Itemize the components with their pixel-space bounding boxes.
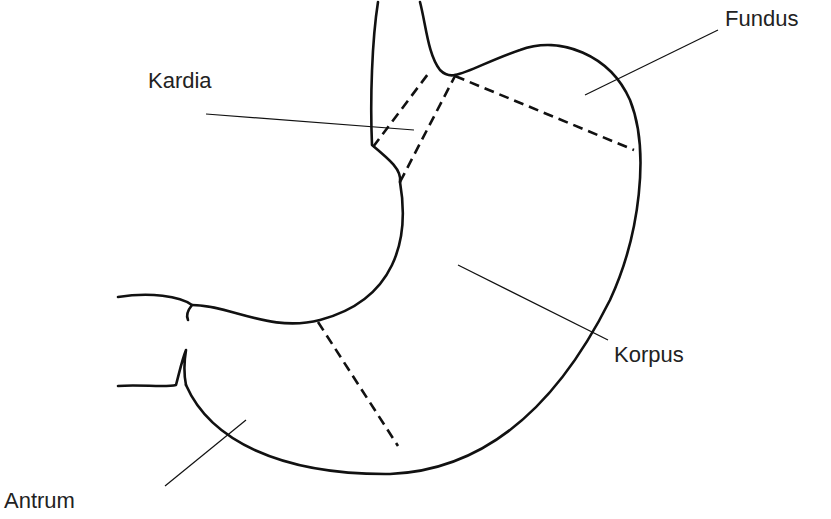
region-boundary — [455, 76, 634, 150]
pylorus-bottom — [118, 350, 186, 386]
part-label: Kardia — [148, 68, 212, 94]
greater-curvature — [186, 45, 640, 474]
leader-line — [206, 114, 414, 130]
esophagus-wall — [420, 2, 455, 75]
esophagus-wall — [371, 2, 400, 182]
leader-line — [458, 265, 608, 340]
lesser-curvature — [192, 182, 403, 323]
region-boundary — [318, 322, 398, 446]
part-label: Korpus — [614, 342, 684, 368]
pylorus-top — [118, 295, 192, 320]
leader-line — [585, 30, 718, 95]
leader-line — [165, 420, 246, 486]
region-boundary — [373, 74, 428, 147]
part-label: Antrum — [4, 488, 75, 514]
part-label: Fundus — [725, 6, 798, 32]
